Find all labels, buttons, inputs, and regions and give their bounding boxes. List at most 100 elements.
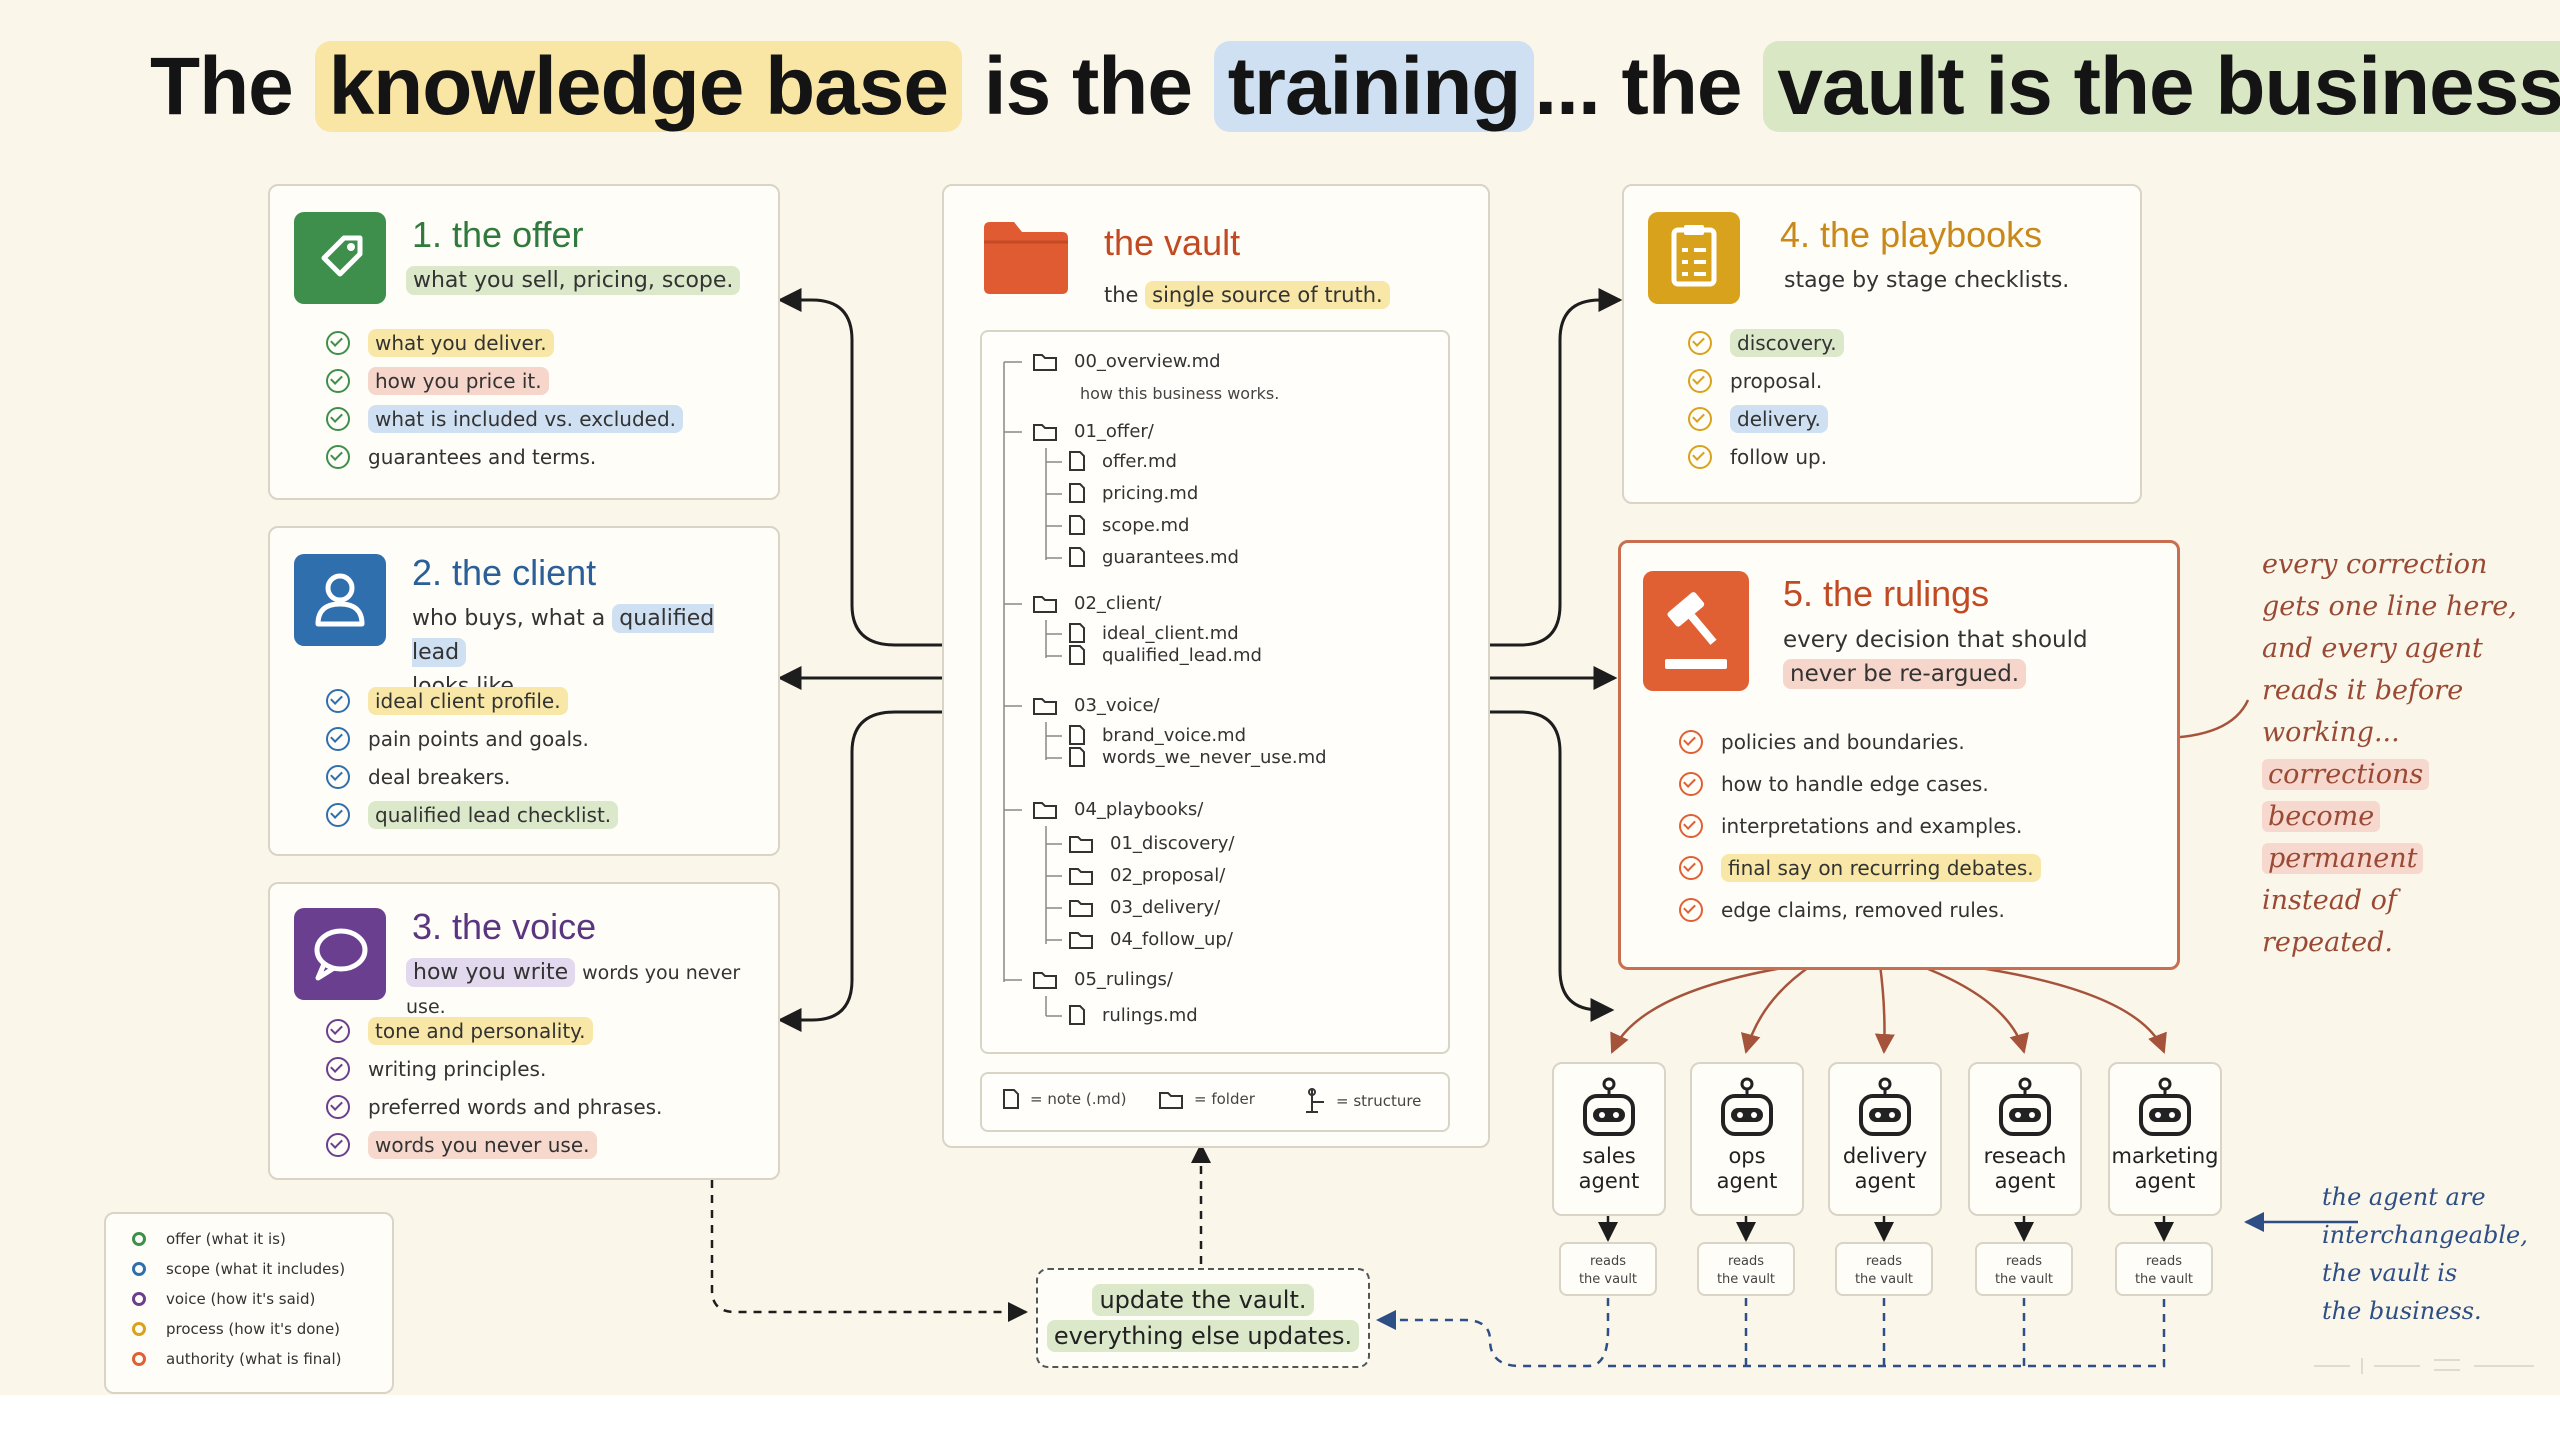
arrow-to-playbooks: [1486, 288, 1623, 647]
client-card: 2. the client who buys, what a qualified…: [268, 526, 780, 856]
folder-outline-icon: [1159, 1092, 1183, 1109]
folder-icon: [984, 222, 1068, 294]
list-item: deal breakers.: [326, 758, 618, 796]
file-icon: [1069, 623, 1085, 643]
key-dot: [132, 1232, 146, 1246]
file-icon: [1003, 1089, 1019, 1109]
tree-file: rulings.md: [1068, 1004, 1198, 1026]
check-circle-icon: [326, 765, 350, 789]
check-circle-icon: [326, 369, 350, 393]
offer-subtitle: what you sell, pricing, scope.: [406, 264, 741, 298]
list-item: interpretations and examples.: [1679, 805, 2041, 847]
page-title: The knowledge base is the training... th…: [150, 40, 2560, 134]
speech-bubble-icon: [294, 908, 386, 1000]
rulings-list: policies and boundaries. how to handle e…: [1679, 721, 2041, 931]
folder-outline-icon: [1069, 836, 1093, 853]
list-item: what you deliver.: [326, 324, 683, 362]
robot-icon: [1859, 1077, 1911, 1136]
check-circle-icon: [326, 689, 350, 713]
check-circle-icon: [326, 727, 350, 751]
legend-note: = note (.md): [1002, 1088, 1127, 1110]
robot-icon: [2139, 1077, 2191, 1136]
tree-file: ideal_client.md: [1068, 622, 1239, 644]
folder-outline-icon: [1069, 932, 1093, 949]
tag-icon: [294, 212, 386, 304]
tree-file: words_we_never_use.md: [1068, 746, 1327, 768]
check-circle-icon: [1679, 814, 1703, 838]
list-item: qualified lead checklist.: [326, 796, 619, 834]
tree-folder: 02_proposal/: [1068, 864, 1225, 886]
red-arrow-agent-1: [1610, 963, 1801, 1054]
list-item: edge claims, removed rules.: [1679, 889, 2041, 931]
file-icon: [1069, 451, 1085, 471]
legend-folder: = folder: [1158, 1088, 1255, 1110]
check-circle-icon: [1688, 407, 1712, 431]
check-circle-icon: [326, 1057, 350, 1081]
list-item: follow up.: [1688, 438, 1844, 476]
list-item: discovery.: [1688, 324, 1844, 362]
check-circle-icon: [326, 407, 350, 431]
tree-file: brand_voice.md: [1068, 724, 1246, 746]
vault-subtitle: the single source of truth.: [1104, 278, 1390, 312]
file-icon: [1069, 515, 1085, 535]
title-highlight-knowledge-base: knowledge base: [314, 41, 962, 132]
key-item-process: process (how it's done): [132, 1320, 340, 1338]
folder-outline-icon: [1033, 698, 1057, 715]
tree-description: how this business works.: [1080, 384, 1280, 403]
voice-list: tone and personality. writing principles…: [326, 1012, 662, 1164]
red-arrow-agent-3: [1874, 964, 1895, 1054]
key-dot: [132, 1262, 146, 1276]
robot-icon: [1583, 1077, 1635, 1136]
tree-folder: 04_follow_up/: [1068, 928, 1233, 950]
offer-title: 1. the offer: [412, 214, 584, 255]
arrow-to-voice: [777, 710, 942, 1032]
client-list: ideal client profile. pain points and go…: [326, 682, 619, 834]
check-circle-icon: [326, 1133, 350, 1157]
dashed-agents-feedback: [1376, 1298, 1610, 1368]
folder-outline-icon: [1069, 868, 1093, 885]
robot-icon: [1721, 1077, 1773, 1136]
list-item: pain points and goals.: [326, 720, 618, 758]
corrections-note: every correction gets one line here, and…: [2262, 549, 2517, 958]
clipboard-icon: [1648, 212, 1740, 304]
check-circle-icon: [326, 803, 350, 827]
playbooks-list: discovery. proposal. delivery. follow up…: [1688, 324, 1844, 476]
check-circle-icon: [1688, 369, 1712, 393]
tree-file: qualified_lead.md: [1068, 644, 1262, 666]
check-circle-icon: [1688, 445, 1712, 469]
check-circle-icon: [326, 331, 350, 355]
list-item: how you price it.: [326, 362, 683, 400]
file-icon: [1069, 747, 1085, 767]
list-item: delivery.: [1688, 400, 1844, 438]
key-dot: [132, 1292, 146, 1306]
voice-subtitle: how you write words you never use.: [406, 958, 741, 1018]
check-circle-icon: [1679, 856, 1703, 880]
list-item: preferred words and phrases.: [326, 1088, 662, 1126]
arrow-to-agents: [1486, 710, 1615, 1022]
key-item-offer: offer (what it is): [132, 1230, 286, 1248]
list-item: policies and boundaries.: [1679, 721, 2041, 763]
voice-title: 3. the voice: [412, 906, 597, 947]
offer-card: 1. the offer what you sell, pricing, sco…: [268, 184, 780, 500]
folder-outline-icon: [1069, 900, 1093, 917]
structure-icon: [1306, 1088, 1324, 1113]
offer-list: what you deliver. how you price it. what…: [326, 324, 684, 476]
red-arrow-agent-5: [1959, 963, 2167, 1054]
red-arrow-agent-2: [1741, 963, 1813, 1054]
playbooks-card: 4. the playbooks stage by stage checklis…: [1622, 184, 2142, 504]
folder-outline-icon: [1033, 424, 1057, 441]
list-item: writing principles.: [326, 1050, 662, 1088]
playbooks-subtitle: stage by stage checklists.: [1784, 268, 2070, 293]
tree-file: guarantees.md: [1068, 546, 1239, 568]
watermark-mark: [2314, 1358, 2534, 1374]
title-highlight-training: training: [1213, 41, 1535, 132]
folder-outline-icon: [1033, 802, 1057, 819]
